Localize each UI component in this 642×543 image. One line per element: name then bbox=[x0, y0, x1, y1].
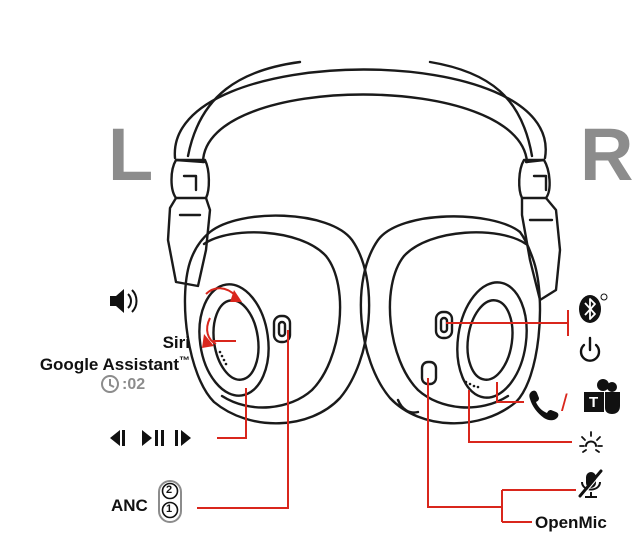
siri-label: Siri bbox=[162, 333, 190, 352]
google-assistant-label: Google Assistant™ bbox=[39, 355, 190, 374]
headband bbox=[173, 60, 547, 164]
volume-icon bbox=[110, 289, 138, 313]
left-hinge bbox=[166, 158, 212, 288]
next-track-icon bbox=[175, 430, 191, 446]
volume-arrows bbox=[202, 290, 242, 348]
callout-lines bbox=[197, 287, 576, 523]
call-teams-separator: / bbox=[561, 390, 568, 417]
trademark-mark: ™ bbox=[179, 355, 190, 367]
light-icon bbox=[579, 431, 603, 453]
left-side-label: L bbox=[108, 113, 154, 196]
anc-label: ANC bbox=[111, 496, 148, 515]
anc-switch-icon bbox=[158, 480, 182, 523]
phone-icon bbox=[529, 390, 559, 421]
right-side-label: R bbox=[580, 113, 634, 196]
right-hinge bbox=[518, 158, 562, 302]
anc-callout bbox=[197, 330, 289, 509]
openmic-label: OpenMic bbox=[535, 513, 607, 532]
mute-icon bbox=[578, 469, 604, 498]
teams-icon bbox=[584, 379, 620, 414]
openmic-bracket bbox=[501, 489, 576, 523]
mic-dots bbox=[218, 350, 480, 389]
openmic-callout bbox=[427, 378, 502, 508]
previous-track-icon bbox=[110, 430, 125, 446]
play-pause-icon bbox=[142, 430, 164, 446]
call-teams-callout bbox=[496, 382, 524, 403]
timer-label: :02 bbox=[122, 376, 146, 393]
clock-icon bbox=[101, 375, 119, 393]
anc-position-2: 2 bbox=[166, 484, 173, 496]
bluetooth-icon bbox=[579, 293, 608, 323]
teams-letter: T bbox=[589, 394, 599, 411]
light-callout bbox=[468, 390, 572, 443]
track-callout bbox=[217, 388, 247, 439]
google-assistant-text: Google Assistant bbox=[39, 355, 179, 374]
power-icon bbox=[579, 336, 601, 362]
anc-position-1: 1 bbox=[166, 503, 173, 515]
volume-arc-bottom bbox=[206, 317, 217, 345]
left-earcup bbox=[183, 214, 371, 425]
right-earcup bbox=[359, 215, 542, 425]
